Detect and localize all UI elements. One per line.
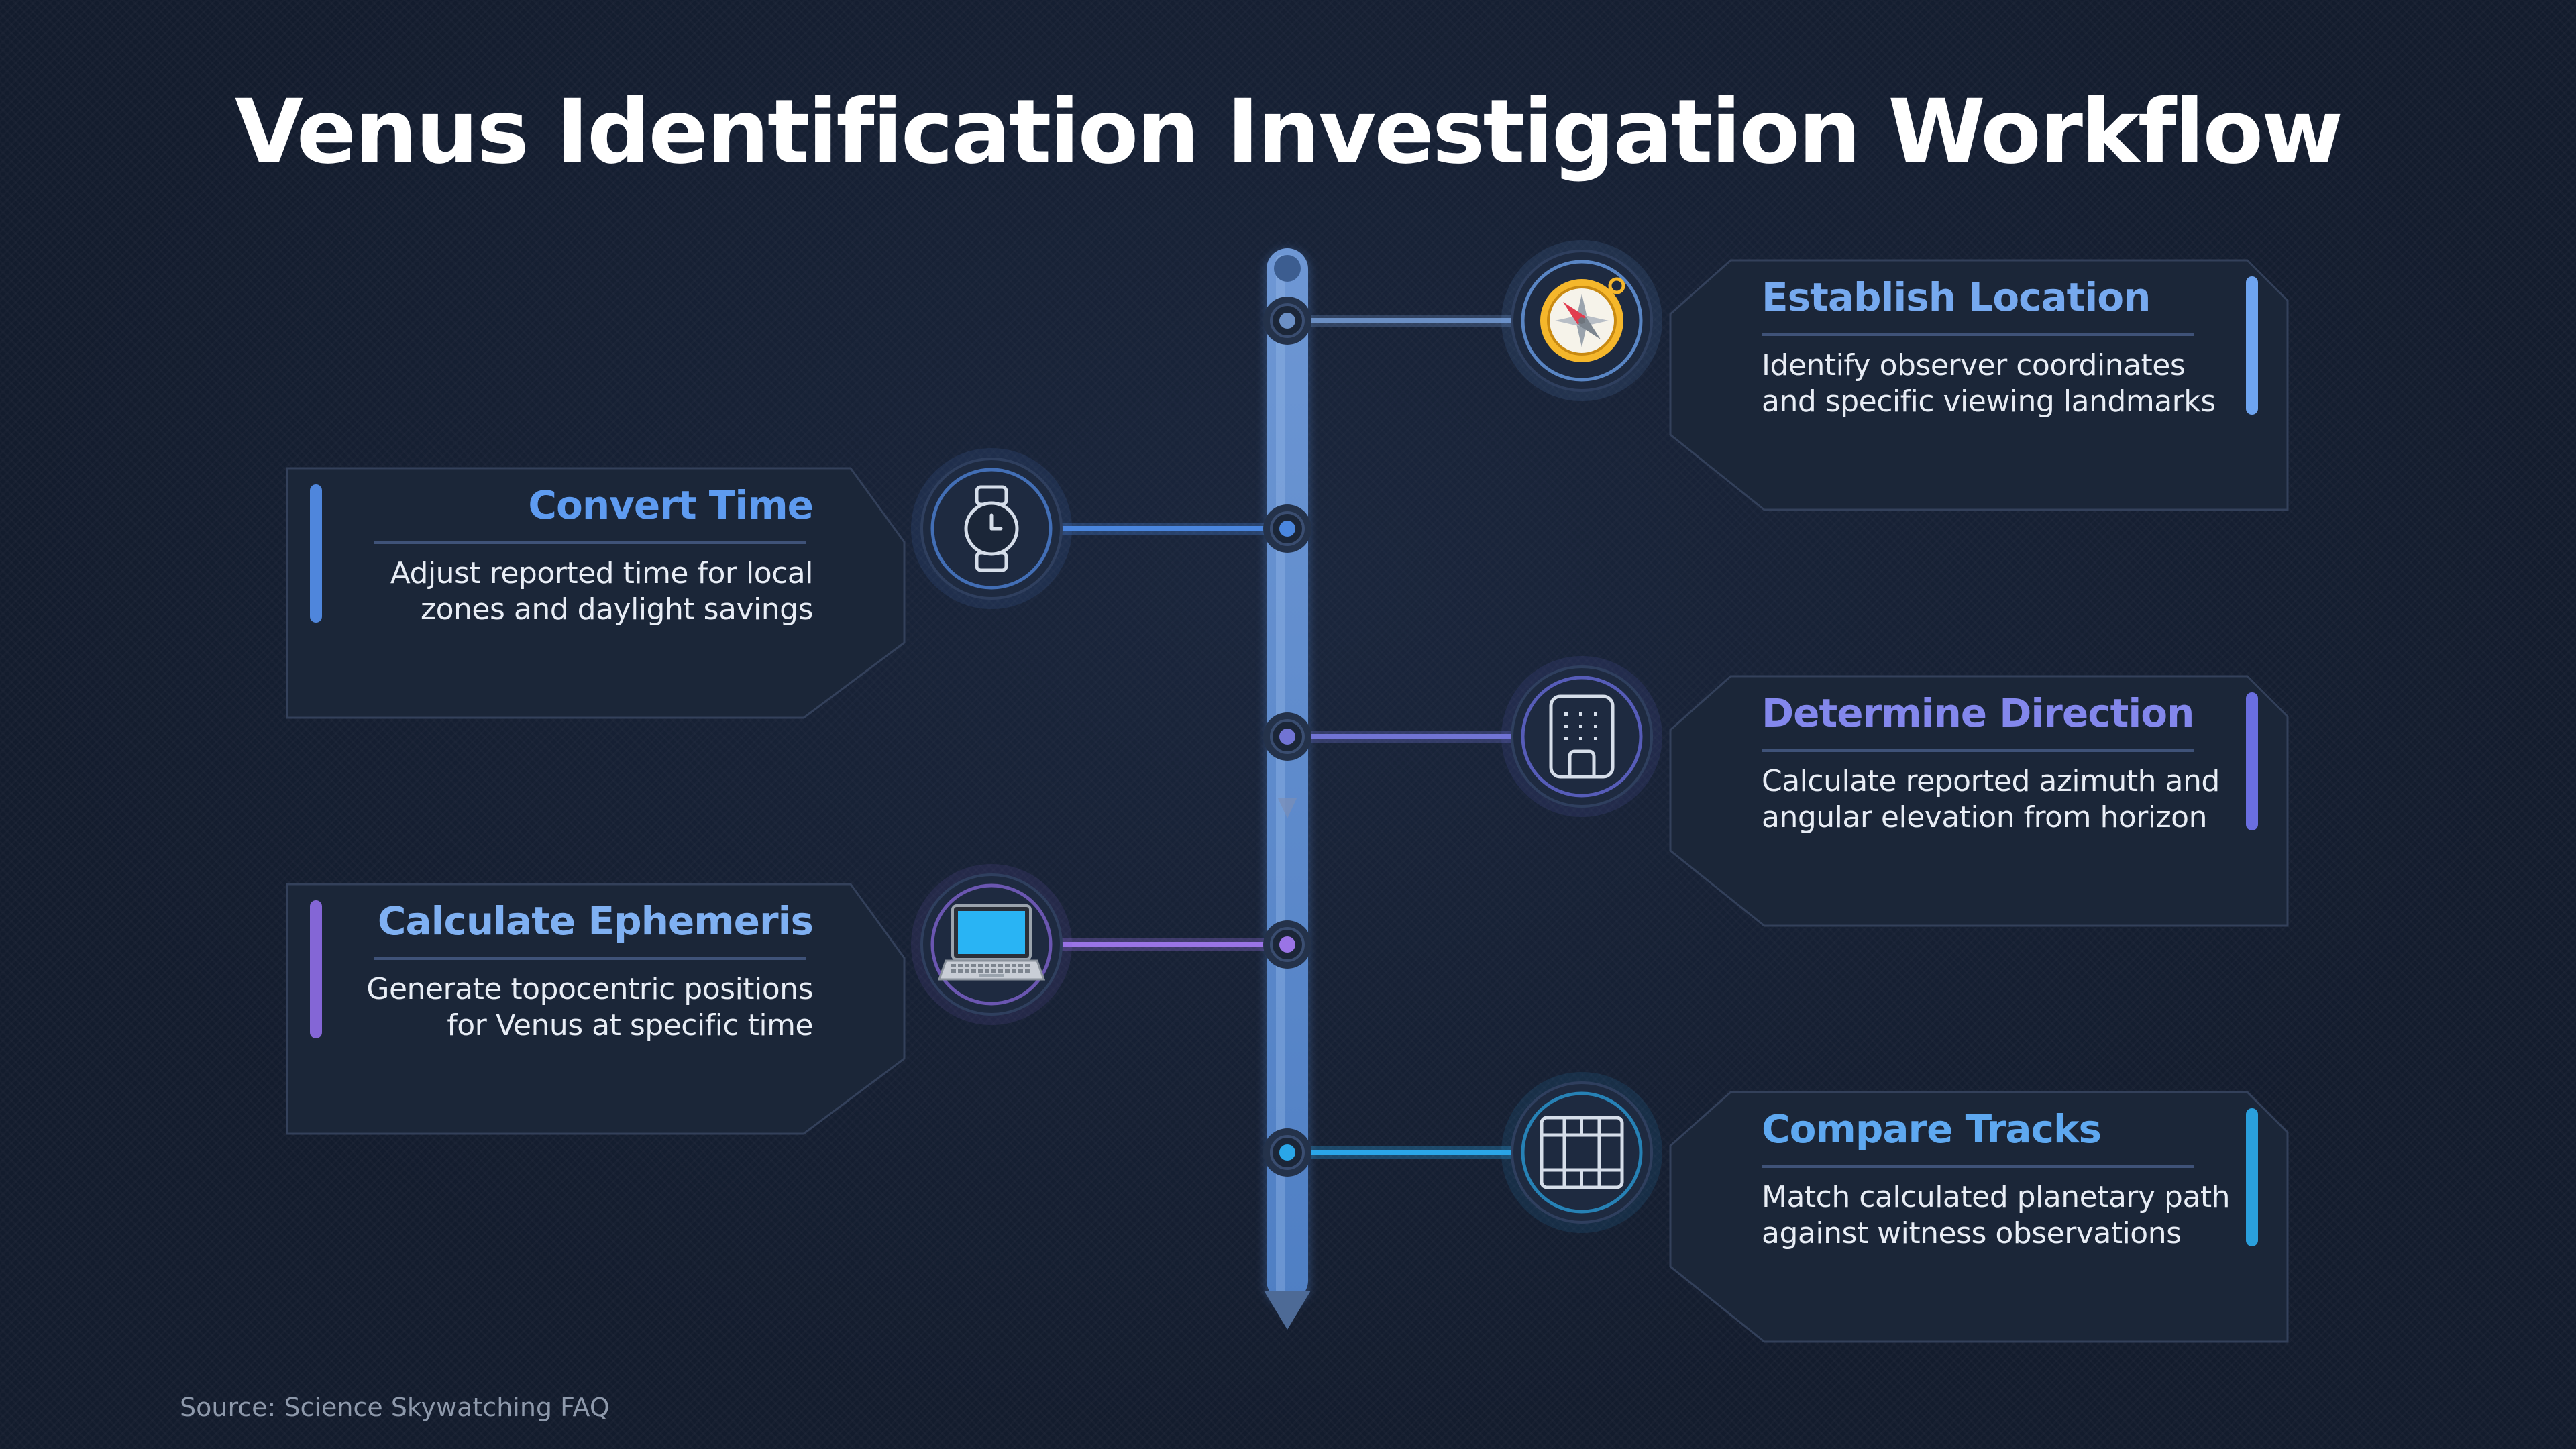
step-description-line: for Venus at specific time (447, 1008, 813, 1042)
watch-icon (964, 485, 1019, 572)
film-strip-icon (1540, 1116, 1624, 1189)
step-title: Compare Tracks (1762, 1106, 2102, 1152)
step-establish-location (1263, 240, 2289, 511)
step-card (1669, 675, 2289, 927)
step-title: Calculate Ephemeris (377, 898, 814, 944)
step-card (286, 883, 906, 1135)
accent-bar (310, 900, 322, 1038)
accent-bar (2246, 692, 2258, 830)
page-title: Venus Identification Investigation Workf… (234, 80, 2343, 184)
step-convert-time (286, 448, 1311, 719)
step-description-line: Calculate reported azimuth and (1762, 764, 2220, 798)
accent-bar (2246, 276, 2258, 415)
step-description-line: and specific viewing landmarks (1762, 384, 2216, 419)
step-description-line: Match calculated planetary path (1762, 1180, 2231, 1214)
step-card (286, 467, 906, 719)
step-description-line: Generate topocentric positions (366, 972, 813, 1006)
step-compare-tracks (1263, 1072, 2289, 1343)
step-title: Determine Direction (1762, 690, 2194, 736)
step-title: Establish Location (1762, 274, 2151, 320)
accent-bar (310, 484, 322, 623)
step-description-line: Adjust reported time for local (390, 556, 814, 590)
icon-badge (1511, 1081, 1653, 1224)
compass-icon (1540, 277, 1625, 362)
step-description-line: zones and daylight savings (421, 592, 813, 627)
laptop-icon (937, 904, 1046, 981)
building-icon (1549, 694, 1615, 779)
accent-bar (2246, 1108, 2258, 1246)
step-description-line: angular elevation from horizon (1762, 800, 2207, 835)
step-description-line: Identify observer coordinates (1762, 348, 2186, 382)
source-note: Source: Science Skywatching FAQ (180, 1393, 610, 1422)
step-description-line: against witness observations (1762, 1216, 2182, 1250)
step-card (1669, 259, 2289, 511)
step-determine-direction (1263, 656, 2289, 927)
step-card (1669, 1091, 2289, 1343)
step-title: Convert Time (528, 482, 814, 528)
step-calculate-ephemeris (286, 864, 1311, 1135)
